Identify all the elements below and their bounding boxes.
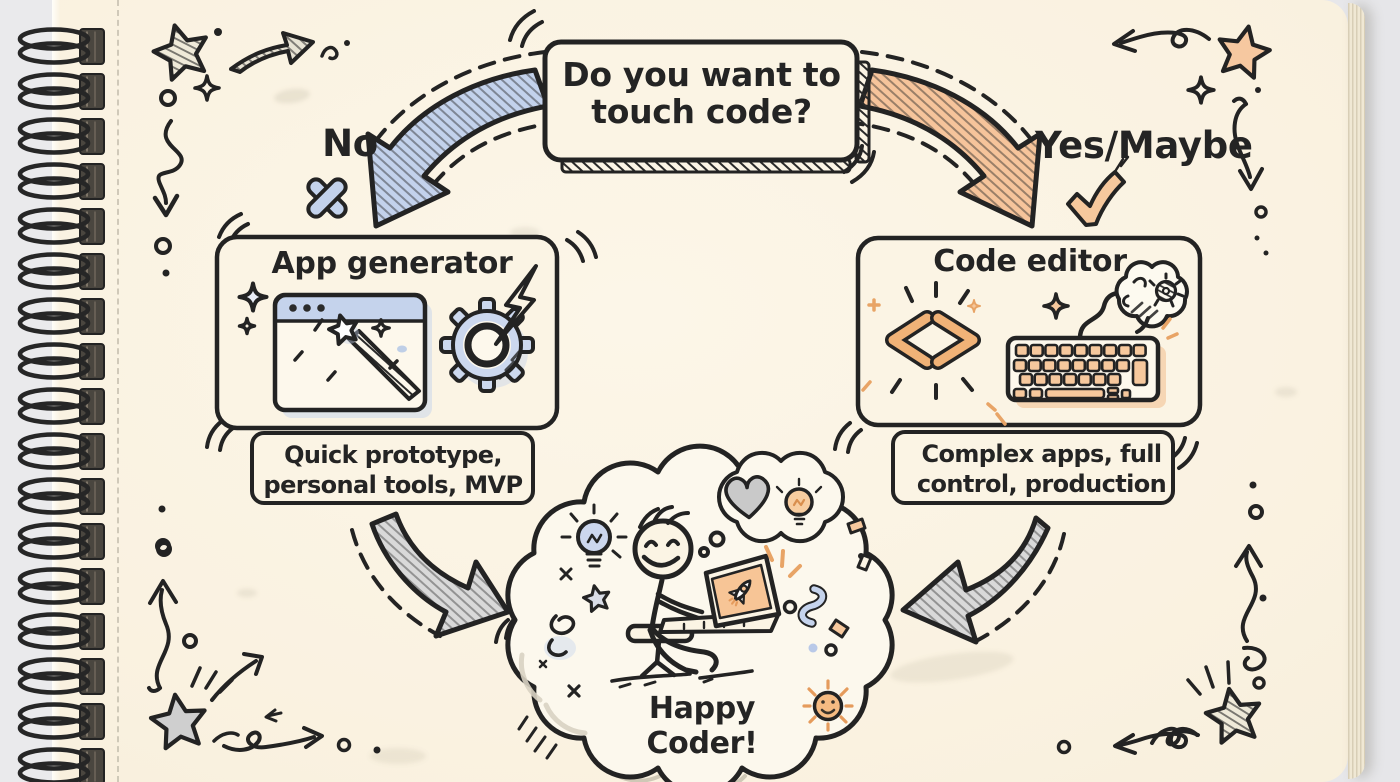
sparkle-icon bbox=[193, 74, 221, 102]
sketch-arrow-up-right-icon bbox=[229, 31, 315, 74]
happy-coder-cloud bbox=[505, 443, 895, 782]
yes-outcome-line-2: control, production bbox=[916, 470, 1167, 498]
wand-sparkles bbox=[293, 318, 399, 382]
yes-arrow bbox=[846, 50, 1040, 226]
smile bbox=[641, 554, 681, 568]
rocket-icon bbox=[728, 579, 752, 607]
yes-branch-label: Yes/Maybe bbox=[1035, 124, 1253, 167]
margin-dots bbox=[154, 237, 172, 554]
eyes bbox=[644, 538, 680, 548]
circle-doodle bbox=[159, 89, 177, 107]
head bbox=[632, 518, 694, 580]
right-cloud-arrow bbox=[903, 518, 1066, 642]
loop-arrow-left-icon bbox=[1113, 727, 1199, 755]
bracket-rays bbox=[890, 281, 974, 400]
spiral-binding bbox=[20, 29, 104, 782]
app-generator-title: App generator bbox=[271, 246, 513, 281]
no-arrow bbox=[368, 50, 562, 226]
top-left-doodles bbox=[148, 18, 350, 218]
sparkle-icon bbox=[1186, 75, 1216, 105]
hatched-star-icon bbox=[148, 18, 214, 82]
wavy-arrow-right-icon bbox=[222, 726, 324, 752]
magic-wand-icon bbox=[324, 309, 421, 401]
star-rays bbox=[190, 666, 234, 694]
gray-star-icon bbox=[148, 691, 209, 750]
hatched-star-icon bbox=[1202, 684, 1264, 744]
yes-outcome-text: Complex apps, full control, production bbox=[893, 439, 1190, 499]
cloud-hatch bbox=[517, 715, 558, 760]
no-outcome-line-2: personal tools, MVP bbox=[263, 471, 523, 499]
laptop-rocket-icon bbox=[658, 545, 802, 634]
bottom-right-doodles bbox=[1056, 481, 1267, 755]
thought-bubble bbox=[698, 450, 846, 558]
yes-outcome-box bbox=[891, 430, 1175, 505]
hair bbox=[638, 505, 690, 529]
no-outcome-box bbox=[250, 431, 535, 505]
wavy-arrow-up-icon bbox=[147, 579, 178, 693]
code-brackets-icon bbox=[861, 281, 981, 400]
decision-question: Do you want to touch code? bbox=[545, 56, 858, 130]
accent-arcs bbox=[205, 9, 1199, 644]
arm bbox=[655, 591, 705, 615]
question-box bbox=[542, 39, 871, 174]
leg bbox=[647, 627, 699, 675]
gear-icon bbox=[439, 297, 535, 393]
stick-figure-coder-icon bbox=[610, 505, 754, 689]
lightning-icon bbox=[494, 264, 538, 346]
dot bbox=[214, 28, 222, 36]
ground-line bbox=[610, 669, 754, 683]
margin-dashed-line bbox=[117, 0, 119, 782]
curved-arrow-down-icon bbox=[1232, 96, 1264, 191]
dot bbox=[344, 40, 350, 46]
yes-outcome-line-1: Complex apps, full bbox=[921, 440, 1162, 468]
squiggle bbox=[320, 45, 339, 61]
no-outcome-text: Quick prototype, personal tools, MVP bbox=[252, 440, 534, 500]
loop-arrow-left-icon bbox=[1112, 27, 1211, 53]
sketch-arrow-up-right-icon bbox=[210, 652, 264, 702]
star-rays bbox=[1186, 660, 1231, 696]
brain-gear-icon bbox=[1114, 260, 1189, 334]
left-cloud-arrow bbox=[350, 514, 508, 636]
cloud-left-doodles bbox=[538, 567, 614, 698]
x-mark-icon bbox=[306, 177, 348, 219]
checkmark-icon bbox=[1066, 155, 1130, 227]
keyboard-rays bbox=[986, 317, 1179, 426]
tiny-left-arrow-icon bbox=[264, 708, 283, 723]
page-stack-edge bbox=[1348, 3, 1365, 779]
lightbulb-icon bbox=[560, 503, 628, 568]
squiggle-arrow-up-icon bbox=[1234, 544, 1263, 643]
curl-doodle bbox=[1242, 645, 1267, 672]
mini-gear bbox=[1148, 272, 1185, 308]
sun-smiley-icon bbox=[802, 679, 854, 732]
orange-rays bbox=[861, 298, 881, 392]
code-editor-box bbox=[855, 235, 1203, 428]
browser-window-icon bbox=[272, 292, 432, 418]
body bbox=[649, 577, 665, 631]
happy-coder-text: Happy Coder! bbox=[646, 691, 758, 761]
app-generator-box bbox=[214, 234, 560, 431]
confetti-icon bbox=[782, 517, 873, 657]
no-branch-label: No bbox=[322, 122, 378, 165]
orange-star-icon bbox=[1213, 21, 1273, 79]
question-line-1: Do you want to bbox=[562, 55, 841, 94]
no-outcome-line-1: Quick prototype, bbox=[284, 441, 502, 469]
question-line-2: touch code? bbox=[591, 92, 812, 131]
code-editor-title: Code editor bbox=[933, 244, 1127, 279]
keyboard-icon bbox=[986, 317, 1179, 426]
loop-arrow-down-icon bbox=[152, 119, 184, 218]
screen-rays bbox=[764, 545, 802, 578]
leg bbox=[649, 625, 719, 673]
thought-lightbulb-icon bbox=[775, 477, 823, 526]
top-right-doodles bbox=[1112, 21, 1274, 256]
bottom-left-doodles bbox=[147, 541, 381, 754]
